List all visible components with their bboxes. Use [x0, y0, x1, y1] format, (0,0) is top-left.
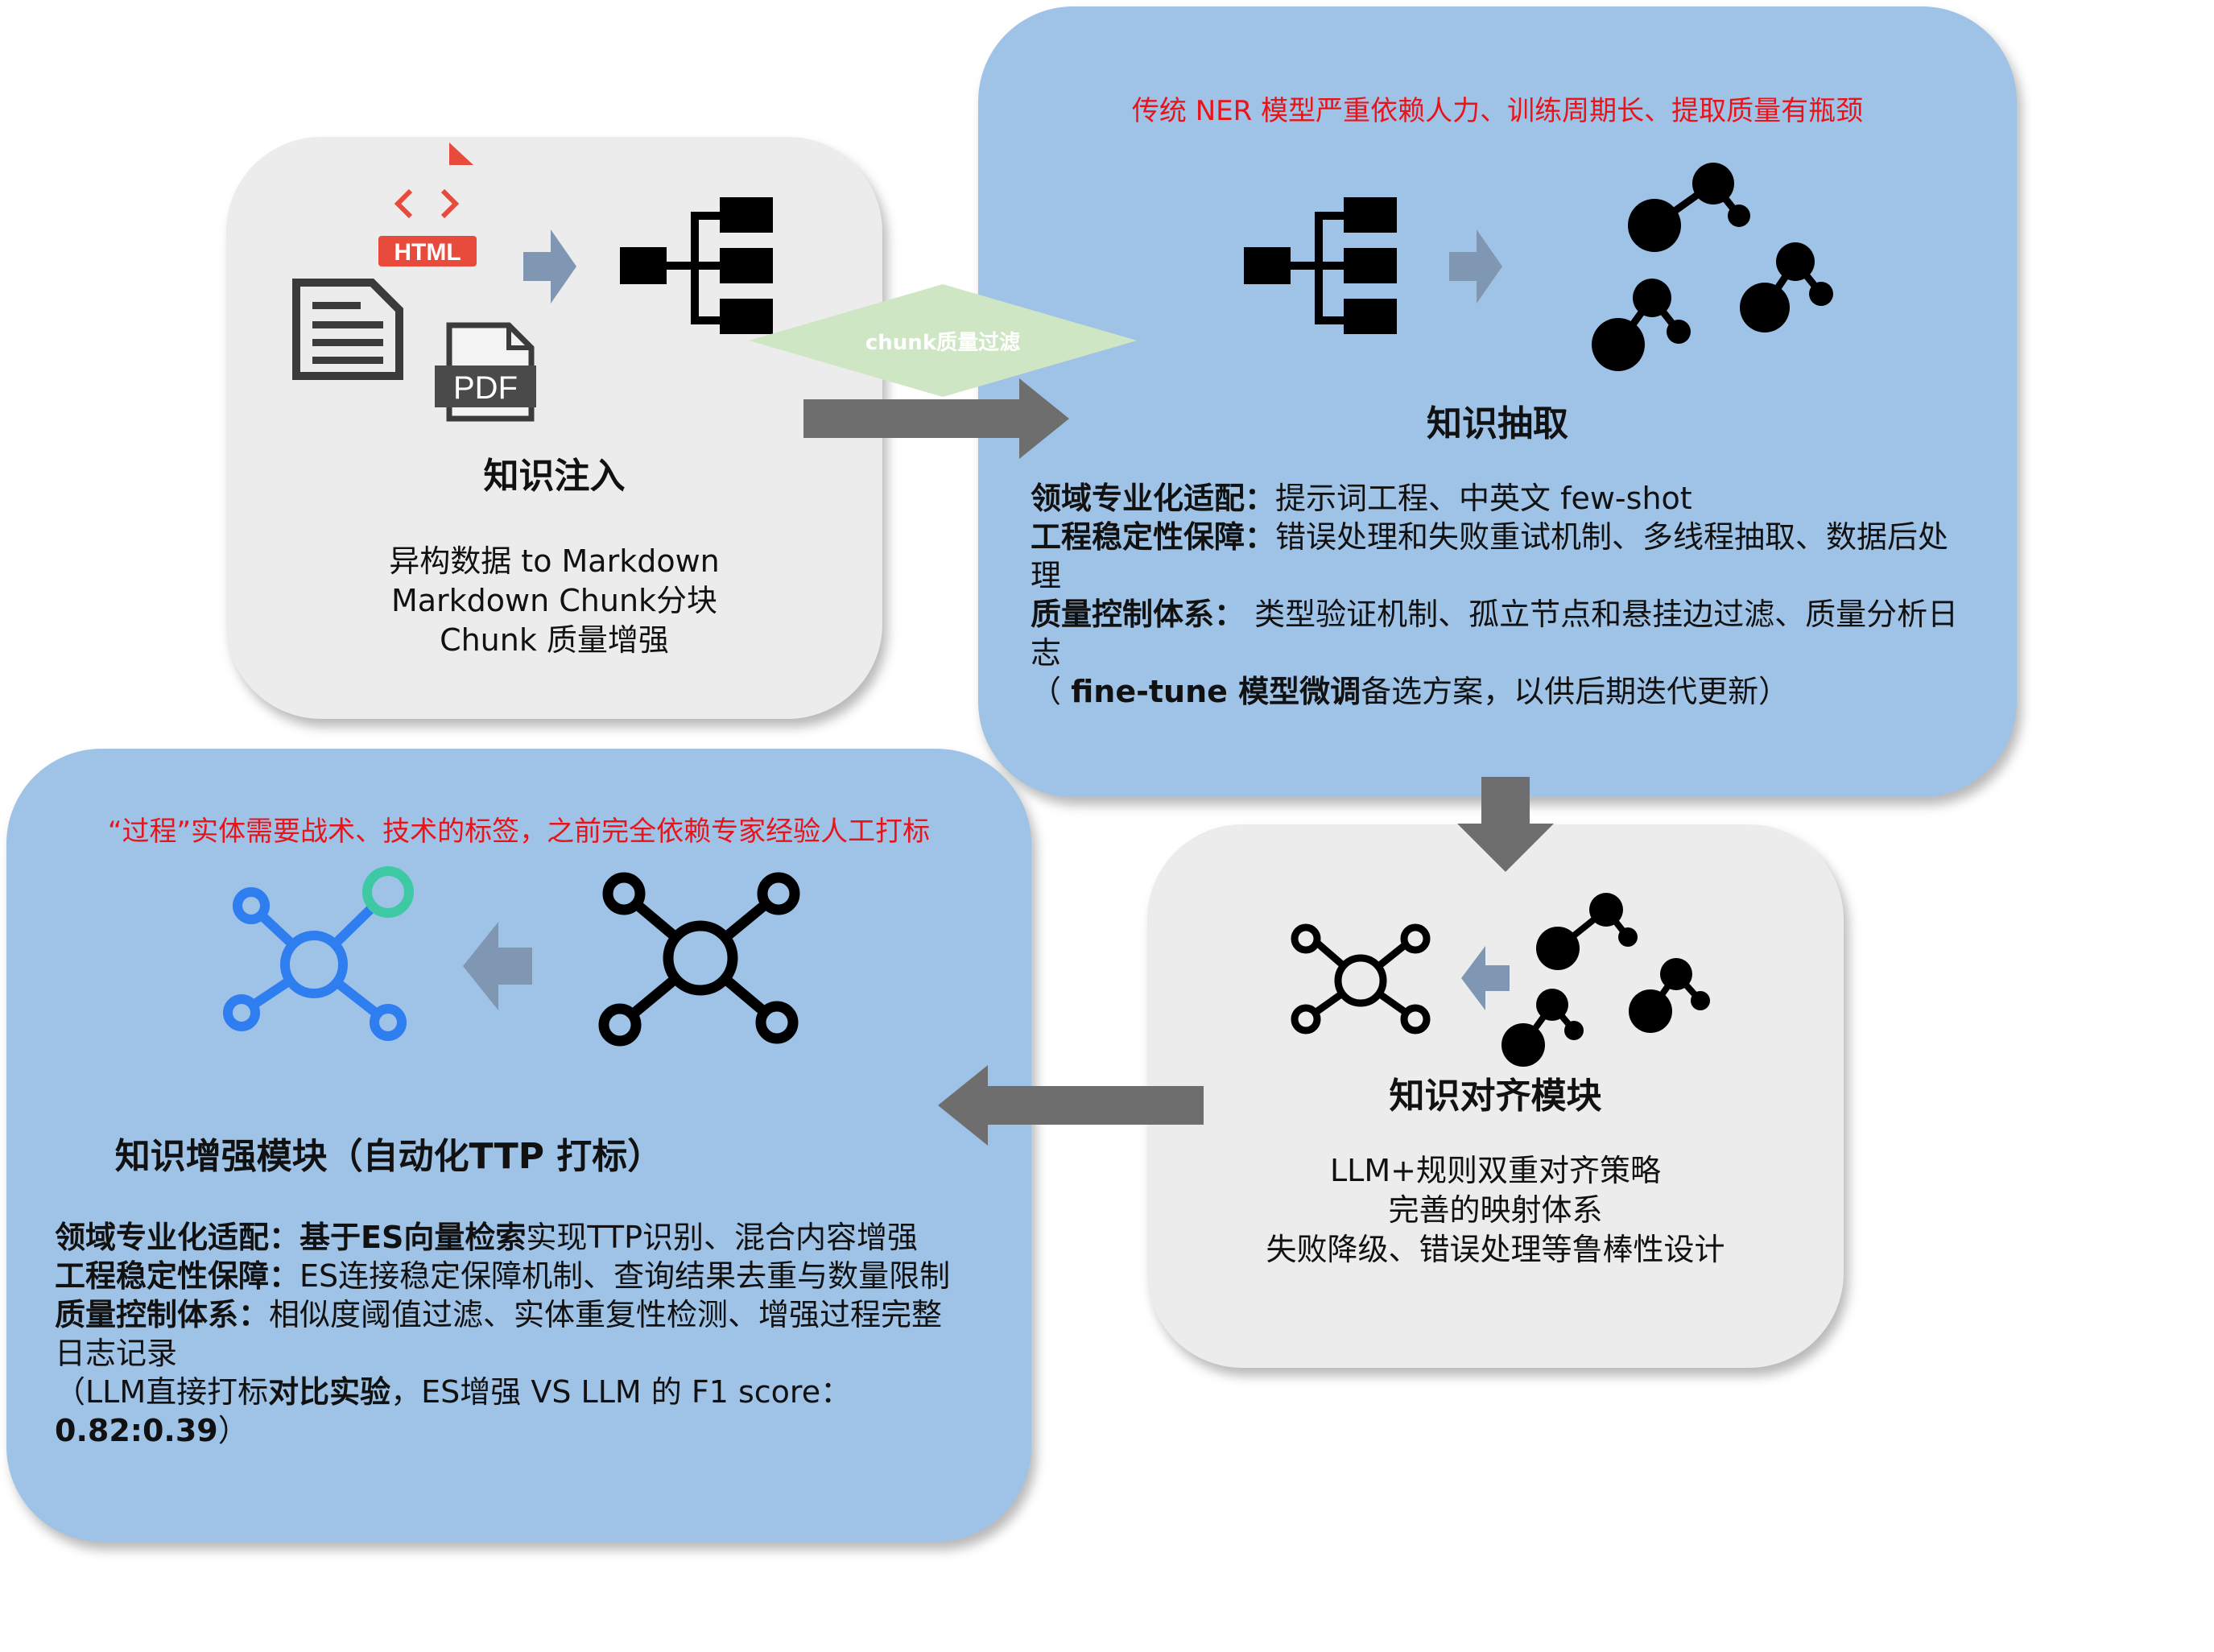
align-title: 知识对齐模块	[1389, 1076, 1602, 1117]
flow-arrow-down	[1457, 777, 1554, 872]
html-file-icon: HTML	[378, 142, 477, 266]
ingest-line: Markdown Chunk分块	[390, 583, 718, 618]
pdf-badge: PDF	[453, 370, 518, 406]
align-line: LLM+规则双重对齐策略	[1330, 1153, 1661, 1188]
extract-title: 知识抽取	[1427, 403, 1568, 444]
align-description: LLM+规则双重对齐策略 完善的映射体系 失败降级、错误处理等鲁棒性设计	[1147, 1151, 1844, 1270]
extract-point-stability: 工程稳定性保障：错误处理和失败重试机制、多线程抽取、数据后处理	[1031, 519, 1949, 593]
ingest-line: Chunk 质量增强	[440, 622, 669, 658]
ingest-description: 异构数据 to Markdown Markdown Chunk分块 Chunk …	[226, 542, 882, 660]
enhance-point-quality: 质量控制体系：相似度阈值过滤、实体重复性检测、增强过程完整日志记录	[55, 1297, 943, 1371]
extract-details: 领域专业化适配：提示词工程、中英文 few-shot 工程稳定性保障：错误处理和…	[1031, 479, 1964, 711]
extract-point-quality: 质量控制体系： 类型验证机制、孤立节点和悬挂边过滤、质量分析日志	[1031, 597, 1959, 671]
align-line: 完善的映射体系	[1388, 1192, 1603, 1228]
chunk-filter-diamond	[749, 284, 1137, 397]
ingest-line: 异构数据 to Markdown	[389, 543, 720, 579]
small-arrow-left-icon	[1461, 946, 1510, 1010]
html-badge: HTML	[394, 239, 461, 266]
enhance-point-stability: 工程稳定性保障：ES连接稳定保障机制、查询结果去重与数量限制	[55, 1258, 951, 1294]
tree-structure-icon	[620, 197, 773, 334]
flow-arrow-right	[803, 378, 1069, 459]
enhance-note: “过程”实体需要战术、技术的标签，之前完全依赖专家经验人工打标	[107, 816, 931, 848]
network-node-icon	[1291, 923, 1431, 1035]
flow-arrow-left	[938, 1065, 1204, 1146]
enhance-details: 领域专业化适配：基于ES向量检索实现TTP识别、混合内容增强 工程稳定性保障：E…	[55, 1218, 973, 1450]
tree-structure-icon	[1244, 197, 1397, 334]
small-arrow-right-icon	[1449, 229, 1502, 304]
extract-note: 传统 NER 模型严重依赖人力、训练周期长、提取质量有瓶颈	[1131, 95, 1864, 127]
tagged-network-icon	[223, 866, 414, 1041]
knowledge-ingest-box	[226, 137, 882, 719]
molecules-icon	[1592, 163, 1833, 371]
molecules-icon	[1501, 893, 1710, 1067]
knowledge-enhance-box	[6, 749, 1031, 1542]
extract-point-finetune: （ fine-tune 模型微调备选方案，以供后期迭代更新）	[1031, 674, 1790, 709]
ingest-title: 知识注入	[483, 456, 626, 497]
align-line: 失败降级、错误处理等鲁棒性设计	[1266, 1232, 1725, 1267]
filter-label: chunk质量过滤	[865, 331, 1021, 355]
document-icon	[292, 279, 403, 380]
enhance-point-experiment: （LLM直接打标对比实验，ES增强 VS LLM 的 F1 score：0.82…	[55, 1374, 852, 1448]
small-arrow-right-icon	[523, 229, 576, 304]
network-node-icon	[598, 872, 800, 1047]
knowledge-extract-box	[978, 6, 2017, 797]
enhance-point-domain: 领域专业化适配：基于ES向量检索实现TTP识别、混合内容增强	[55, 1220, 919, 1255]
pdf-file-icon: PDF	[435, 322, 536, 422]
knowledge-align-box	[1147, 824, 1844, 1368]
small-arrow-left-icon	[463, 922, 532, 1010]
extract-point-domain: 领域专业化适配：提示词工程、中英文 few-shot	[1031, 481, 1692, 516]
enhance-title: 知识增强模块（自动化TTP 打标）	[114, 1136, 663, 1177]
